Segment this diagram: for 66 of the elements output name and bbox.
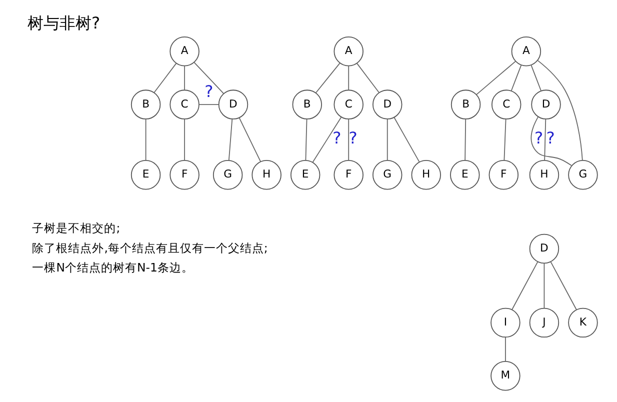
node-circle: F bbox=[488, 160, 519, 190]
node-circle: H bbox=[252, 160, 282, 190]
node-circle: D bbox=[531, 90, 561, 120]
node-circle: D bbox=[218, 90, 248, 120]
connector bbox=[348, 118, 350, 161]
connector bbox=[194, 62, 224, 94]
node-circle: B bbox=[450, 90, 481, 120]
connector bbox=[530, 116, 572, 166]
label: 子树是不相交的; bbox=[32, 221, 120, 236]
node-circle: D bbox=[372, 90, 402, 120]
connector bbox=[504, 118, 506, 161]
node-circle: F bbox=[334, 160, 364, 190]
node-circle: E bbox=[130, 160, 161, 190]
connector bbox=[348, 66, 350, 90]
node-circle: C bbox=[334, 90, 364, 120]
node-circle: H bbox=[411, 160, 441, 190]
connector bbox=[394, 116, 420, 162]
connector bbox=[356, 62, 380, 93]
node-circle: A bbox=[334, 36, 364, 66]
edge-label: ? bbox=[204, 82, 214, 101]
label: 除了根结点外,每个结点有且仅有一个父结点; bbox=[32, 240, 268, 255]
node-circle: C bbox=[170, 90, 200, 120]
connector bbox=[544, 118, 546, 161]
connector bbox=[386, 118, 388, 161]
node-circle: A bbox=[170, 36, 200, 66]
node-circle: M bbox=[490, 361, 520, 391]
connector bbox=[315, 62, 340, 94]
node-circle: C bbox=[491, 90, 522, 120]
node-circle: D bbox=[529, 234, 560, 264]
connector bbox=[198, 104, 220, 105]
node-circle: G bbox=[568, 160, 598, 190]
edge-label: ? bbox=[534, 128, 544, 148]
node-circle: B bbox=[292, 90, 322, 120]
connector bbox=[145, 118, 146, 161]
node-circle: G bbox=[212, 160, 243, 190]
connector bbox=[464, 118, 466, 161]
node-circle: F bbox=[170, 160, 200, 190]
node-circle: J bbox=[529, 308, 560, 338]
edge-label: ? bbox=[348, 128, 358, 148]
connector bbox=[537, 60, 583, 161]
connector bbox=[476, 61, 516, 95]
edge-label: ? bbox=[332, 128, 342, 148]
connector bbox=[505, 336, 506, 362]
connector bbox=[228, 118, 233, 161]
connector bbox=[530, 64, 542, 92]
connector bbox=[154, 62, 177, 93]
node-circle: B bbox=[130, 90, 161, 120]
node-circle: K bbox=[568, 308, 598, 338]
node-circle: A bbox=[511, 36, 542, 66]
node-circle: H bbox=[529, 160, 560, 190]
connector bbox=[312, 116, 342, 163]
connector bbox=[550, 261, 577, 310]
edge-label: ? bbox=[546, 128, 555, 148]
connector bbox=[511, 261, 538, 310]
node-circle: G bbox=[372, 160, 402, 190]
node-circle: I bbox=[490, 308, 520, 338]
node-circle: E bbox=[290, 160, 320, 190]
connector bbox=[184, 66, 185, 90]
connector bbox=[238, 117, 262, 162]
connector bbox=[544, 262, 545, 308]
connector bbox=[184, 118, 185, 161]
connector bbox=[305, 118, 308, 161]
diagram-title: 树与非树? bbox=[27, 13, 100, 32]
label: 一棵N个结点的树有N-1条边。 bbox=[32, 260, 194, 275]
connector bbox=[510, 64, 522, 92]
node-circle: E bbox=[450, 160, 480, 190]
